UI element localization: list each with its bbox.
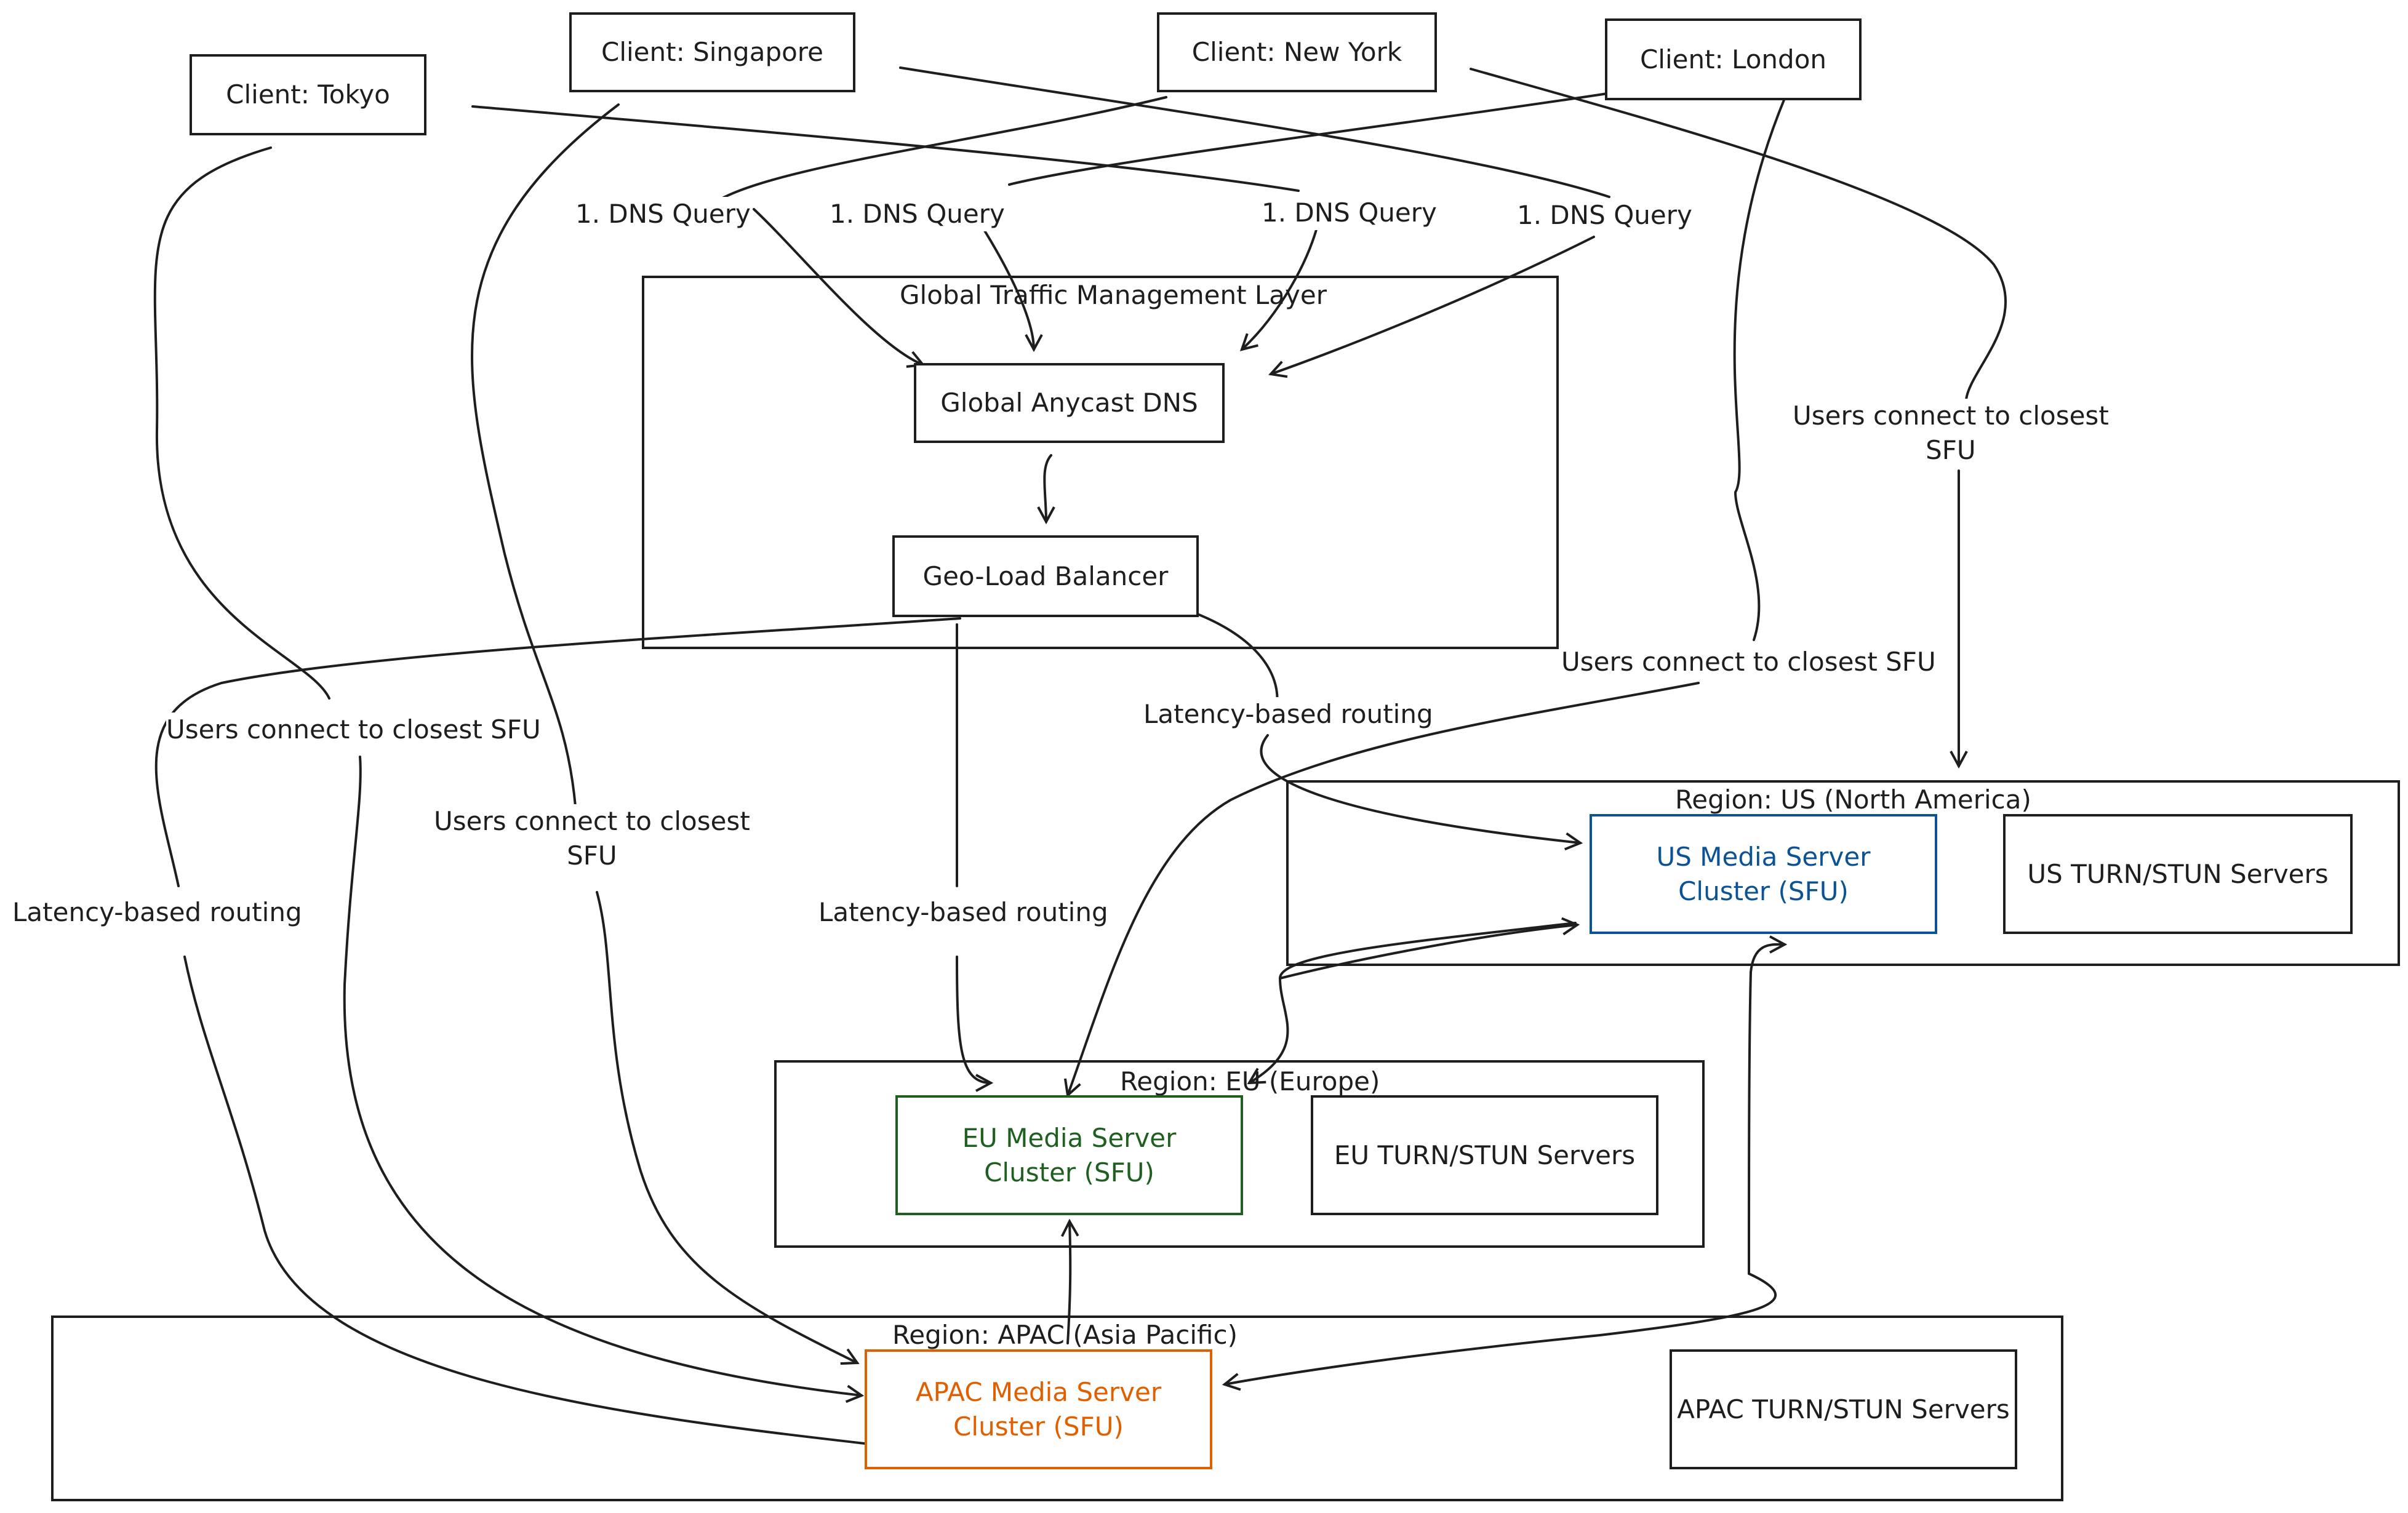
edge-london-eu xyxy=(1068,97,1786,1095)
node-apac-turn-stun[interactable]: APAC TURN/STUN Servers xyxy=(1670,1349,2017,1469)
client-new-york[interactable]: Client: New York xyxy=(1157,12,1437,92)
edge-label-dns-query: 1. DNS Query xyxy=(1262,196,1437,230)
client-tokyo-label: Client: Tokyo xyxy=(226,79,390,110)
node-eu-media-server-cluster[interactable]: EU Media Server Cluster (SFU) xyxy=(895,1095,1243,1215)
edge-geolb-us xyxy=(1174,605,1580,843)
node-us-sfu-label: US Media Server Cluster (SFU) xyxy=(1656,841,1871,906)
edge-label-dns-query: 1. DNS Query xyxy=(575,197,751,231)
edge-label-dns-query: 1. DNS Query xyxy=(1517,198,1692,233)
edge-newyork-us xyxy=(1470,68,2007,766)
node-apac-media-server-cluster[interactable]: APAC Media Server Cluster (SFU) xyxy=(865,1349,1212,1469)
edge-label-latency-routing-eu: Latency-based routing xyxy=(818,895,1108,930)
client-singapore[interactable]: Client: Singapore xyxy=(569,12,855,92)
group-region-us xyxy=(1286,780,2400,966)
edge-eu-us xyxy=(1279,925,1577,980)
edge-us-eu xyxy=(1249,922,1577,1083)
node-eu-turn-stun[interactable]: EU TURN/STUN Servers xyxy=(1311,1095,1658,1215)
edge-dns-geolb xyxy=(1044,454,1051,522)
node-us-media-server-cluster[interactable]: US Media Server Cluster (SFU) xyxy=(1590,814,1937,934)
edge-label-users-connect-singapore: Users connect to closest SFU xyxy=(434,804,750,873)
group-region-eu xyxy=(774,1060,1705,1248)
edge-geolb-apac xyxy=(154,617,961,1446)
client-london[interactable]: Client: London xyxy=(1605,18,1862,100)
edge-label-latency-routing-us: Latency-based routing xyxy=(1143,697,1433,732)
group-eu-title: Region: EU (Europe) xyxy=(1120,1066,1380,1096)
edge-apac-eu xyxy=(1068,1221,1070,1344)
edge-us-apac xyxy=(1225,1272,1777,1384)
edge-label-dns-query: 1. DNS Query xyxy=(830,197,1005,231)
node-us-turn-label: US TURN/STUN Servers xyxy=(2027,858,2329,889)
edge-newyork-dns xyxy=(983,91,1617,349)
edge-label-latency-routing-apac: Latency-based routing xyxy=(12,895,302,930)
edge-tokyo-dns xyxy=(471,105,1318,349)
client-new-york-label: Client: New York xyxy=(1191,37,1402,67)
node-dns-label: Global Anycast DNS xyxy=(940,388,1198,418)
group-region-apac xyxy=(51,1315,2063,1501)
node-geolb-label: Geo-Load Balancer xyxy=(922,561,1169,591)
group-global-traffic-management xyxy=(642,276,1559,649)
client-singapore-label: Client: Singapore xyxy=(601,37,823,67)
node-eu-sfu-label: EU Media Server Cluster (SFU) xyxy=(962,1122,1177,1188)
edge-label-users-connect-tokyo: Users connect to closest SFU xyxy=(166,713,541,747)
group-us-title: Region: US (North America) xyxy=(1675,784,2031,815)
node-eu-turn-label: EU TURN/STUN Servers xyxy=(1334,1140,1636,1170)
group-apac-title: Region: APAC (Asia Pacific) xyxy=(892,1320,1238,1350)
edge-singapore-apac xyxy=(471,103,857,1363)
edge-singapore-dns xyxy=(713,96,1167,365)
edge-singapore-dns-2 xyxy=(899,66,1610,374)
node-global-anycast-dns[interactable]: Global Anycast DNS xyxy=(914,363,1225,443)
client-tokyo[interactable]: Client: Tokyo xyxy=(190,54,426,135)
group-gtm-title: Global Traffic Management Layer xyxy=(900,280,1327,310)
edge-label-users-connect-newyork: Users connect to closest SFU xyxy=(1793,399,2109,468)
edge-apac-us xyxy=(1748,944,1785,1275)
node-geo-load-balancer[interactable]: Geo-Load Balancer xyxy=(892,535,1199,617)
node-apac-turn-label: APAC TURN/STUN Servers xyxy=(1677,1394,2010,1424)
edge-label-users-connect-london: Users connect to closest SFU xyxy=(1561,645,1936,679)
client-london-label: Client: London xyxy=(1639,44,1827,74)
edge-geolb-eu xyxy=(956,623,991,1083)
node-apac-sfu-label: APAC Media Server Cluster (SFU) xyxy=(915,1376,1162,1442)
node-us-turn-stun[interactable]: US TURN/STUN Servers xyxy=(2003,814,2353,934)
edge-tokyo-apac xyxy=(153,146,862,1395)
